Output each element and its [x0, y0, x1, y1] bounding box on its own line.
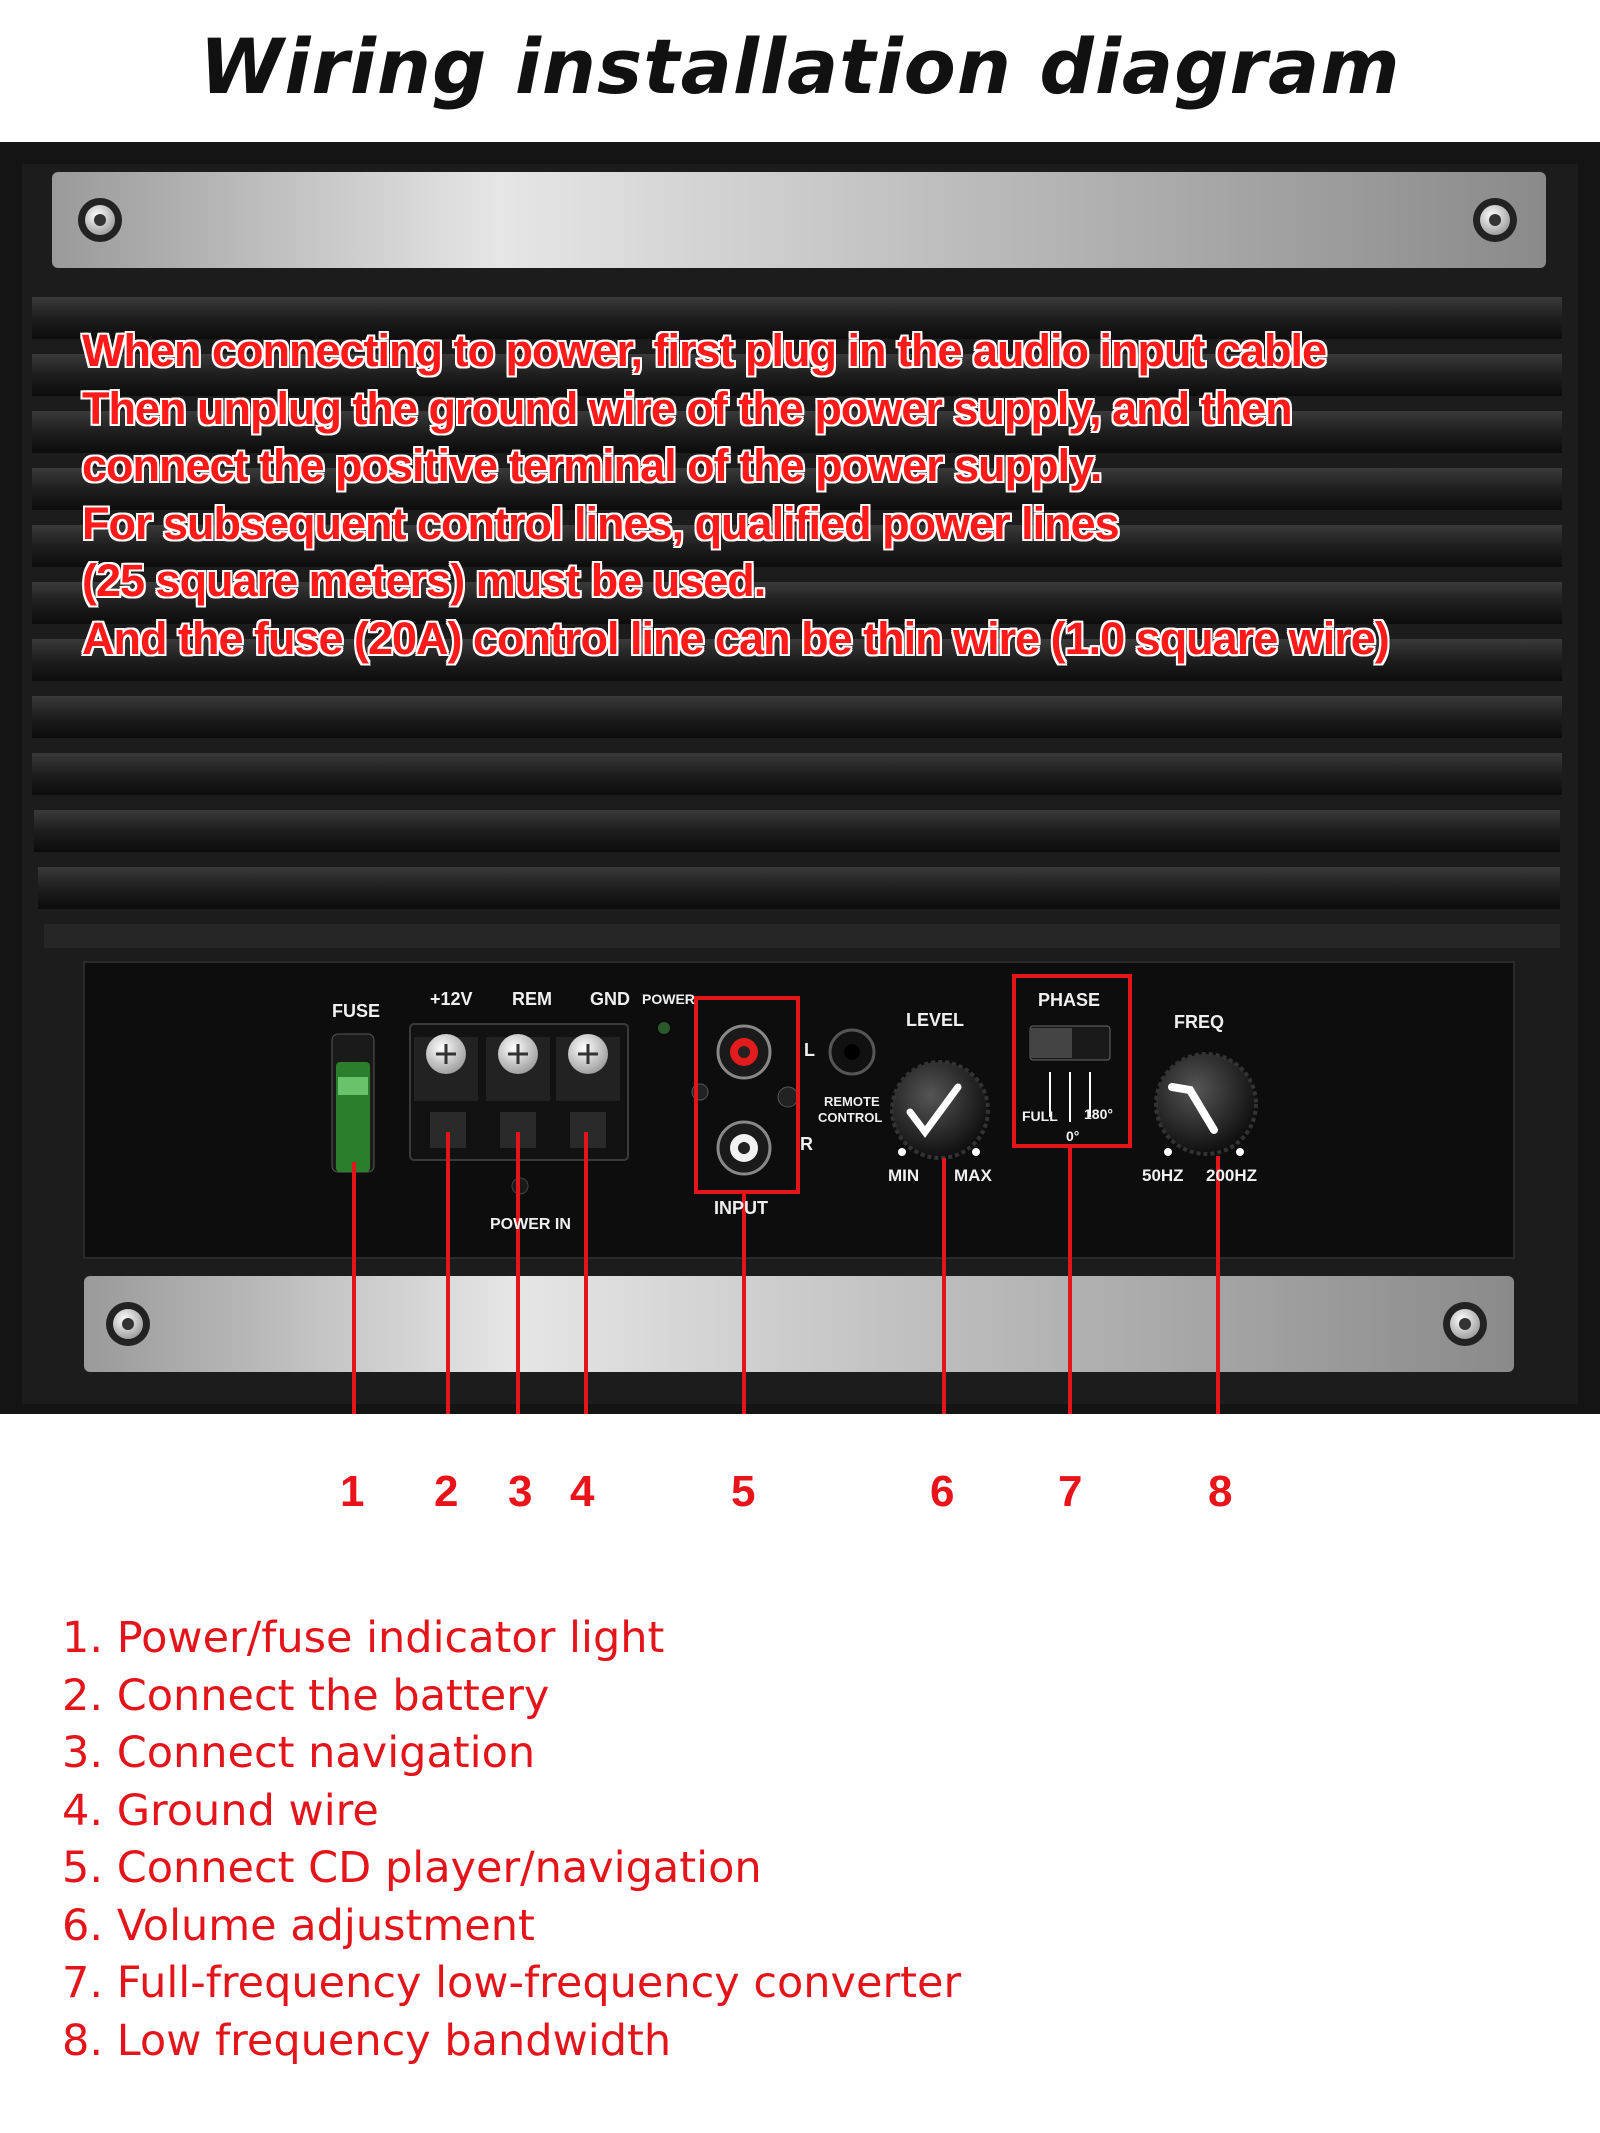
deg0-label: 0° [1066, 1128, 1080, 1144]
power-label: POWER [642, 991, 695, 1007]
callout-number: 1 [340, 1467, 365, 1516]
max-label: MAX [954, 1166, 992, 1185]
legend-item: 8. Low frequency bandwidth [62, 2015, 672, 2066]
callout-number: 2 [434, 1467, 459, 1516]
warning-line: Then unplug the ground wire of the power… [82, 382, 1293, 434]
warning-line: When connecting to power, first plug in … [82, 325, 1327, 376]
level-label: LEVEL [906, 1010, 965, 1030]
phase-label: PHASE [1038, 990, 1101, 1010]
legend-item: 7. Full-frequency low-frequency converte… [62, 1958, 962, 2008]
warning-line: (25 square meters) must be used. [82, 555, 766, 606]
legend-item: 1. Power/fuse indicator light [62, 1613, 665, 1663]
warning-text: When connecting to power, first plug in … [82, 322, 1582, 667]
callout-number: 8 [1208, 1467, 1233, 1516]
hz200-label: 200HZ [1206, 1166, 1258, 1185]
callout-number: 6 [930, 1467, 955, 1516]
legend-item: 2. Connect the battery [62, 1670, 550, 1721]
hz50-label: 50HZ [1142, 1166, 1184, 1185]
min-label: MIN [888, 1166, 920, 1185]
remote-control-label-2: CONTROL [818, 1110, 883, 1125]
legend-item: 5. Connect CD player/navigation [62, 1843, 762, 1893]
input-label: INPUT [714, 1198, 768, 1218]
warning-line: And the fuse (20A) control line can be t… [82, 612, 1390, 664]
heatsink-fins [32, 297, 1562, 948]
freq-knob [1154, 1052, 1258, 1156]
screw-icon [1443, 1302, 1487, 1346]
remote-control-label-1: REMOTE [824, 1094, 880, 1109]
power-in-label: POWER IN [490, 1216, 571, 1233]
power-led [658, 1022, 670, 1034]
rem-label: REM [512, 989, 552, 1009]
terminal-screw-icon [486, 1034, 550, 1101]
legend-item: 6. Volume adjustment [62, 1900, 535, 1951]
screw-icon [78, 198, 122, 242]
full-label: FULL [1022, 1108, 1058, 1124]
callout-number: 4 [570, 1467, 595, 1516]
terminal-screw-icon [556, 1034, 620, 1101]
freq-label: FREQ [1174, 1012, 1225, 1032]
page-title: Wiring installation diagram [199, 22, 1401, 111]
r-label: R [800, 1134, 813, 1154]
plus12v-label: +12V [430, 989, 473, 1009]
warning-line: connect the positive terminal of the pow… [82, 440, 1102, 491]
callout-number: 3 [508, 1467, 533, 1516]
fuse-label: FUSE [332, 1001, 381, 1021]
l-label: L [804, 1040, 815, 1060]
legend-list: 1. Power/fuse indicator light 2. Connect… [62, 1610, 961, 2070]
callout-number: 5 [731, 1467, 756, 1516]
callout-number: 7 [1058, 1467, 1083, 1516]
callout-lines [352, 1132, 1220, 1414]
input-highlight-box [694, 996, 800, 1194]
legend-item: 3. Connect navigation [62, 1728, 536, 1778]
amplifier-illustration [0, 142, 1600, 1414]
terminal-screw-icon [414, 1034, 478, 1101]
deg180-label: 180° [1084, 1106, 1113, 1122]
bottom-bracket [84, 1276, 1514, 1372]
screw-icon [1473, 198, 1517, 242]
screw-icon [106, 1302, 150, 1346]
legend-item: 4. Ground wire [62, 1785, 379, 1836]
gnd-label: GND [590, 989, 630, 1009]
warning-line: For subsequent control lines, qualified … [82, 497, 1120, 549]
top-bracket [52, 172, 1546, 268]
